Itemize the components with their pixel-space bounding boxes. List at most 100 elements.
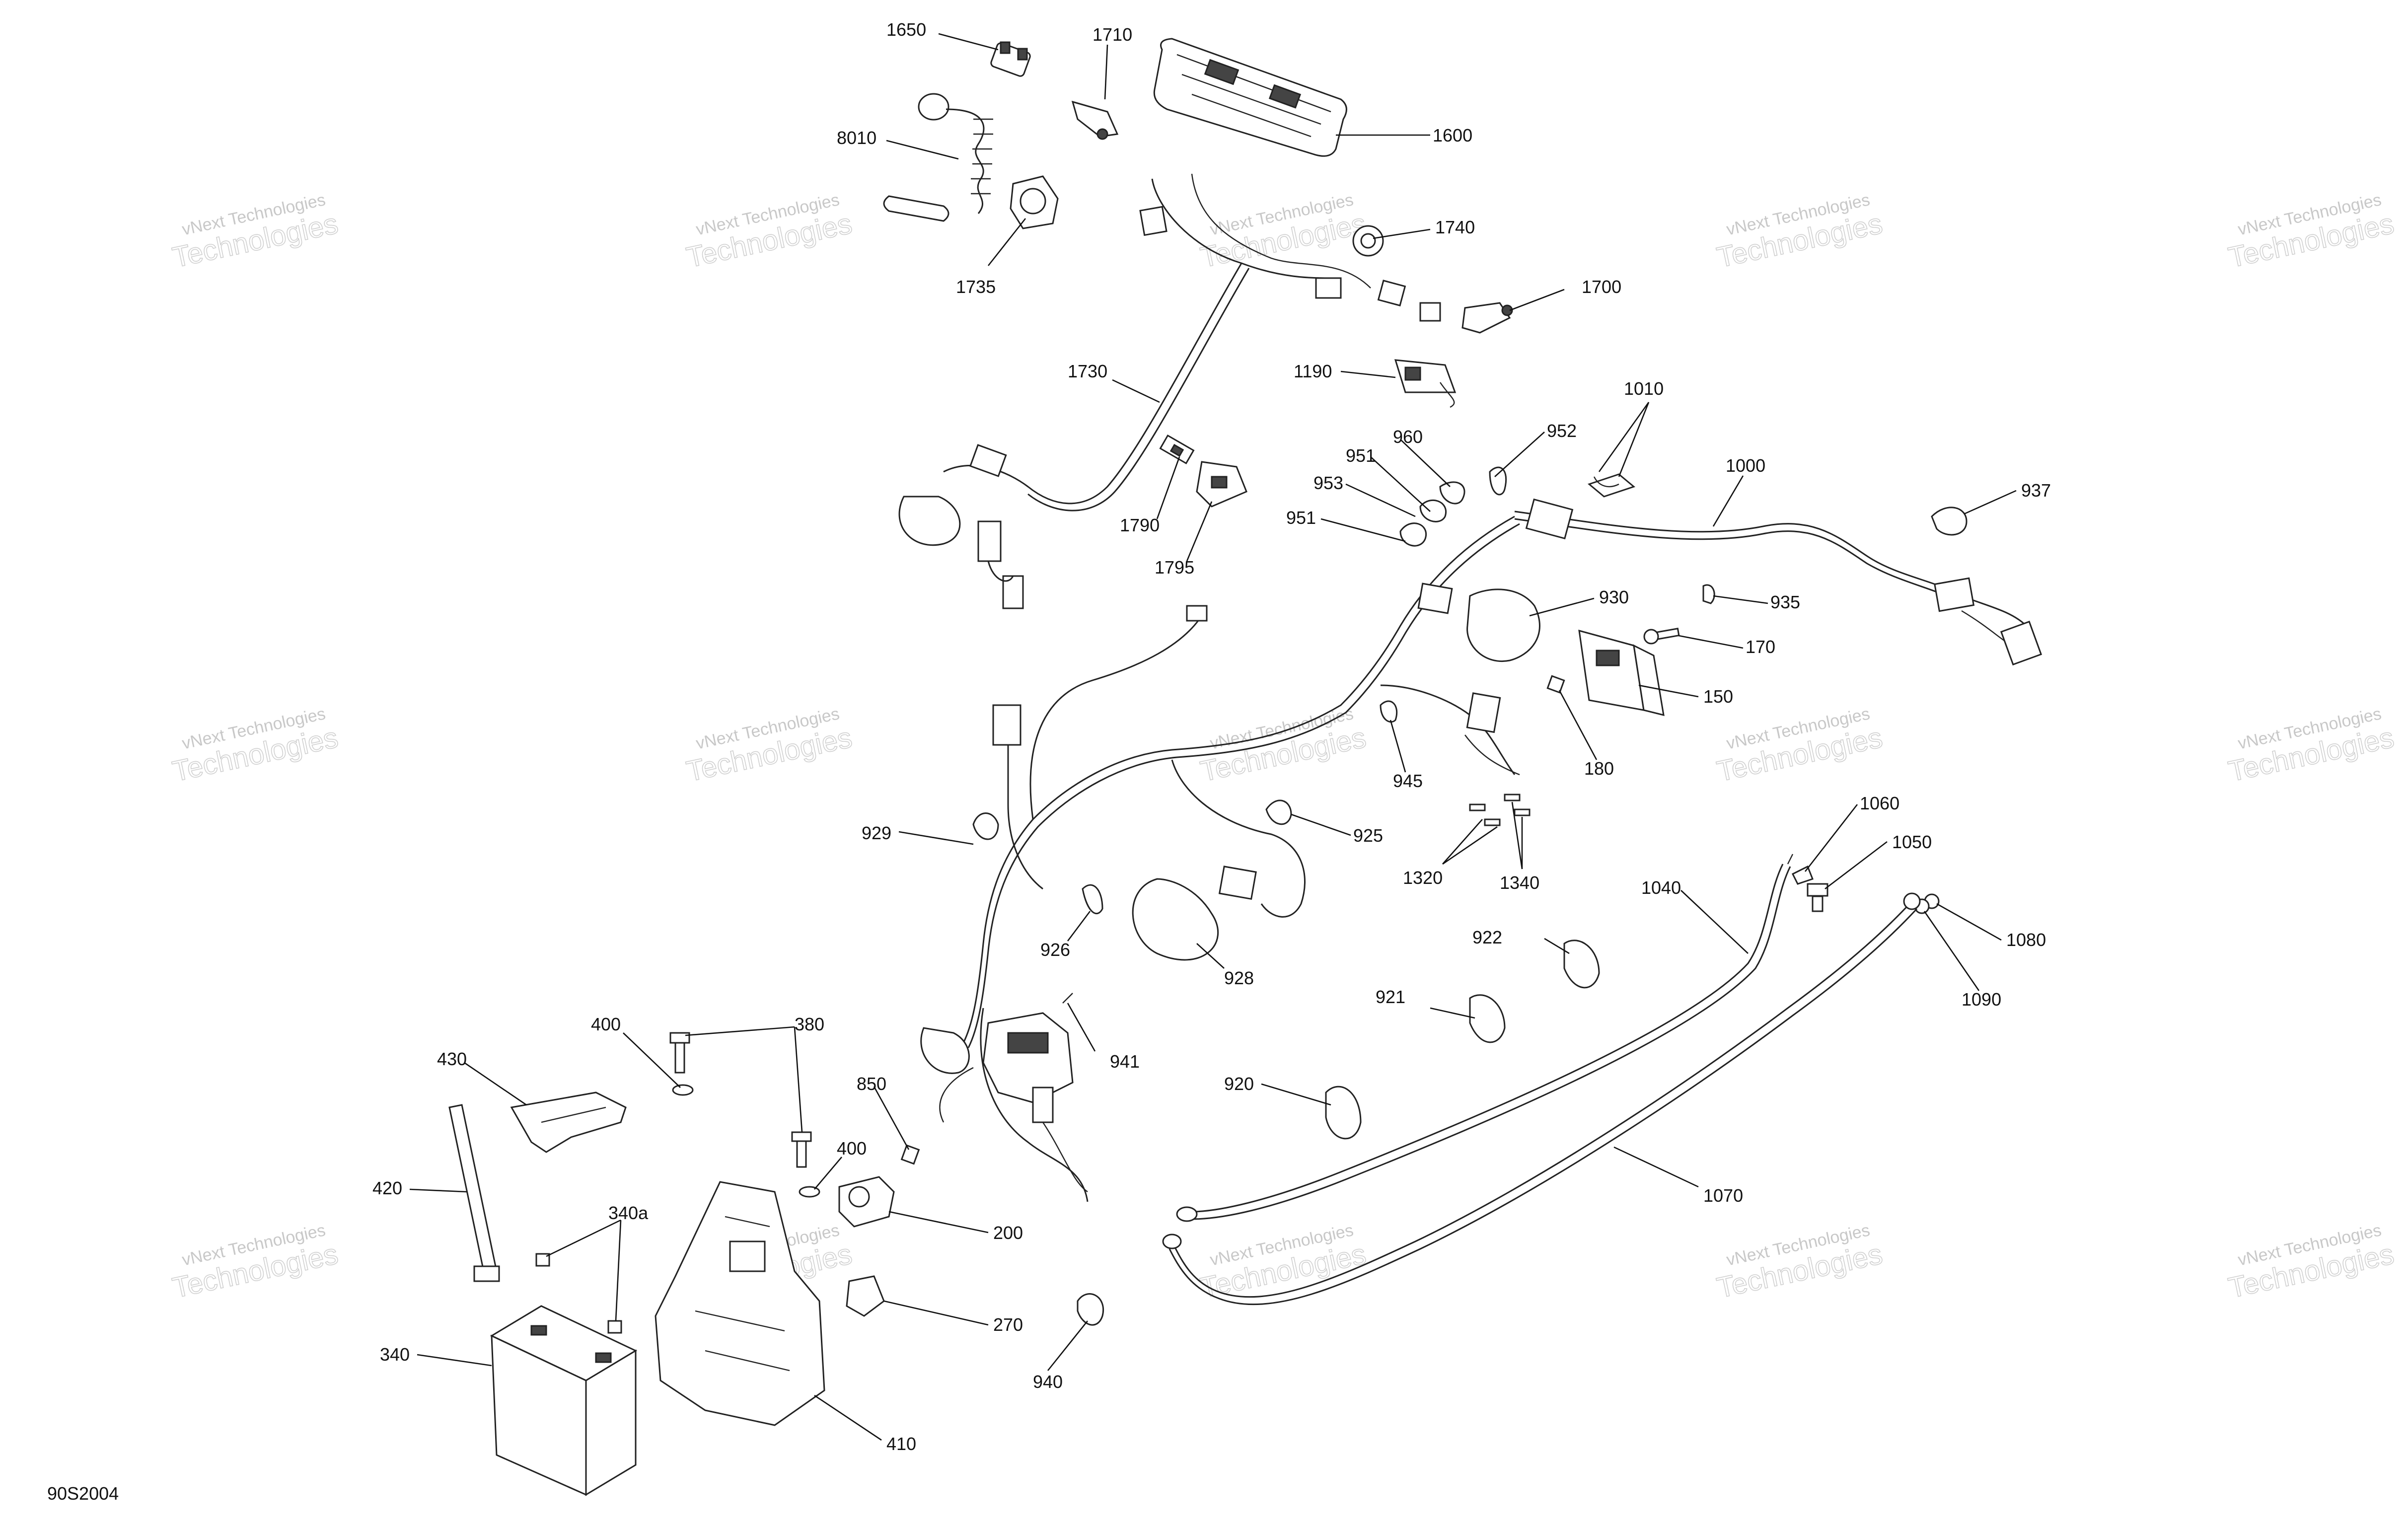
part-170-screw bbox=[1643, 628, 1680, 645]
part-940-clip bbox=[1077, 1293, 1104, 1326]
label-1740: 1740 bbox=[1435, 217, 1475, 237]
watermark: vNext Technologies Technologies bbox=[1714, 1221, 1886, 1305]
part-1000-main-harness bbox=[920, 498, 2043, 1202]
part-380-bolt bbox=[669, 1032, 812, 1168]
part-1730-harness bbox=[898, 173, 1441, 609]
part-1040-cable bbox=[1176, 854, 1794, 1222]
label-1710: 1710 bbox=[1093, 24, 1132, 45]
watermark: vNext Technologies Technologies bbox=[2225, 1221, 2397, 1305]
part-1735-connector bbox=[1010, 175, 1059, 229]
watermark: vNext Technologies Technologies bbox=[2225, 704, 2397, 788]
part-928-loop bbox=[1132, 878, 1219, 961]
label-1050: 1050 bbox=[1892, 832, 1932, 852]
label-941: 941 bbox=[1110, 1051, 1140, 1072]
watermark: vNext Technologies Technologies bbox=[1714, 190, 1886, 274]
part-1050-bolt bbox=[1807, 883, 1828, 912]
label-340: 340 bbox=[380, 1344, 410, 1365]
part-labels: 1650 1710 8010 1600 1735 1740 1700 1730 … bbox=[372, 19, 2051, 1454]
part-1740-grommet bbox=[1352, 225, 1384, 257]
label-951a: 951 bbox=[1346, 445, 1376, 466]
part-1190-module bbox=[1394, 359, 1457, 408]
part-1700-sensor bbox=[1461, 302, 1513, 334]
label-1795: 1795 bbox=[1155, 557, 1194, 578]
label-1650: 1650 bbox=[886, 19, 926, 40]
part-930-grommet bbox=[1466, 588, 1540, 662]
label-380: 380 bbox=[795, 1014, 824, 1034]
label-1070: 1070 bbox=[1703, 1185, 1743, 1206]
label-1040: 1040 bbox=[1641, 877, 1681, 898]
watermark: vNext Technologies Technologies bbox=[169, 1221, 341, 1305]
label-1000: 1000 bbox=[1726, 455, 1765, 476]
label-1090: 1090 bbox=[1962, 989, 2001, 1010]
label-430: 430 bbox=[437, 1049, 467, 1069]
part-150-module bbox=[1578, 629, 1665, 717]
label-400b: 400 bbox=[837, 1138, 867, 1159]
part-200-relay bbox=[838, 1176, 895, 1228]
label-952: 952 bbox=[1547, 421, 1577, 441]
part-1010-clips bbox=[1587, 473, 1636, 498]
label-960: 960 bbox=[1393, 427, 1423, 447]
part-340-battery bbox=[490, 1305, 638, 1496]
label-922: 922 bbox=[1472, 927, 1502, 947]
label-1080: 1080 bbox=[2006, 930, 2046, 950]
label-1735: 1735 bbox=[956, 277, 996, 297]
watermark: vNext Technologies Technologies bbox=[169, 704, 341, 788]
small-clips bbox=[1399, 466, 1507, 547]
watermark: vNext Technologies Technologies bbox=[169, 190, 341, 274]
part-937-clip bbox=[1931, 507, 1968, 536]
label-937: 937 bbox=[2021, 480, 2051, 501]
part-180-nut bbox=[1546, 675, 1565, 694]
part-850-screw bbox=[900, 1144, 920, 1165]
label-1790: 1790 bbox=[1120, 515, 1160, 535]
label-200: 200 bbox=[993, 1223, 1023, 1243]
label-953: 953 bbox=[1313, 473, 1343, 493]
label-926: 926 bbox=[1040, 940, 1070, 960]
part-drawings bbox=[448, 38, 2043, 1496]
label-850: 850 bbox=[857, 1074, 886, 1094]
label-921: 921 bbox=[1376, 987, 1405, 1007]
part-926-clip bbox=[1082, 884, 1103, 915]
watermark: vNext Technologies Technologies bbox=[1197, 1221, 1369, 1305]
part-430-bracket bbox=[510, 1091, 627, 1153]
part-920-clip bbox=[1325, 1086, 1362, 1140]
label-1010: 1010 bbox=[1624, 378, 1664, 399]
label-928: 928 bbox=[1224, 968, 1254, 988]
part-8010-tether bbox=[883, 93, 993, 222]
part-270-boot bbox=[846, 1275, 885, 1317]
part-1710-sensor bbox=[1071, 100, 1119, 140]
part-921-clip bbox=[1469, 994, 1506, 1043]
part-929-clip bbox=[972, 812, 999, 840]
label-1190: 1190 bbox=[1294, 361, 1332, 381]
label-1730: 1730 bbox=[1068, 361, 1107, 381]
part-941-tie bbox=[1062, 993, 1073, 1004]
label-400a: 400 bbox=[591, 1014, 621, 1034]
part-1650-switch bbox=[990, 41, 1031, 77]
part-400-washer bbox=[672, 1084, 820, 1198]
label-920: 920 bbox=[1224, 1074, 1254, 1094]
part-1795-module bbox=[1196, 461, 1247, 508]
part-1070-cable bbox=[1162, 892, 1921, 1306]
label-1700: 1700 bbox=[1582, 277, 1621, 297]
label-410: 410 bbox=[886, 1434, 916, 1454]
label-170: 170 bbox=[1746, 637, 1775, 657]
label-1600: 1600 bbox=[1433, 125, 1472, 145]
part-935-clip bbox=[1702, 584, 1715, 604]
label-420: 420 bbox=[372, 1178, 402, 1198]
label-935: 935 bbox=[1770, 592, 1800, 612]
label-1060: 1060 bbox=[1860, 793, 1899, 813]
watermarks: vNext Technologies Technologies vNext Te… bbox=[169, 190, 2397, 1305]
leader-lines bbox=[409, 33, 2017, 1441]
part-1600-cluster bbox=[1153, 38, 1347, 157]
watermark: vNext Technologies Technologies bbox=[1714, 704, 1886, 788]
label-1340: 1340 bbox=[1500, 872, 1539, 893]
label-150: 150 bbox=[1703, 686, 1733, 707]
part-1060-cap bbox=[1791, 865, 1814, 885]
watermark: vNext Technologies Technologies bbox=[683, 190, 855, 274]
label-951b: 951 bbox=[1286, 508, 1316, 528]
watermark: vNext Technologies Technologies bbox=[683, 704, 855, 788]
label-930: 930 bbox=[1599, 587, 1629, 607]
part-1790-fuse bbox=[1159, 434, 1195, 465]
label-945: 945 bbox=[1393, 771, 1423, 791]
diagram-reference-code: 90S2004 bbox=[47, 1483, 119, 1504]
